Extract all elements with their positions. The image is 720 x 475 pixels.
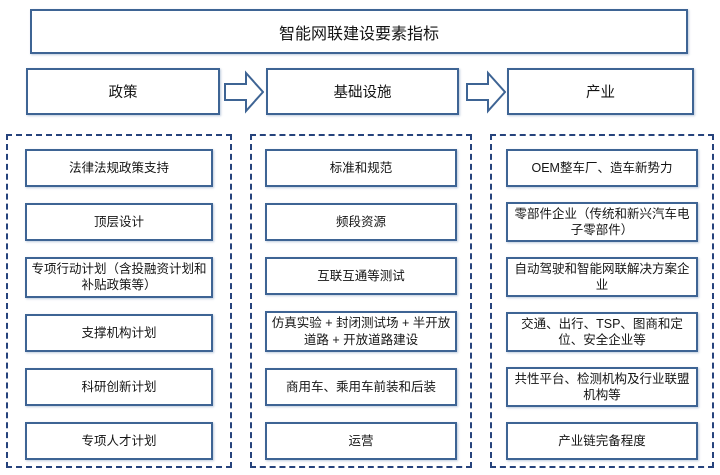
- industry-item-transport-tsp-security: 交通、出行、TSP、图商和定位、安全企业等: [506, 311, 698, 353]
- header-industry-label: 产业: [586, 85, 615, 101]
- header-industry: 产业: [507, 68, 694, 115]
- item-label: 自动驾驶和智能网联解决方案企业: [514, 261, 690, 292]
- infra-item-standards: 标准和规范: [265, 149, 457, 187]
- policy-item-top-level-design: 顶层设计: [25, 203, 213, 242]
- header-infrastructure: 基础设施: [266, 68, 459, 115]
- column-policy: 法律法规政策支持 顶层设计 专项行动计划（含投融资计划和补贴政策等） 支撑机构计…: [6, 134, 232, 468]
- industry-item-parts-enterprises: 零部件企业（传统和新兴汽车电子零部件）: [506, 201, 698, 243]
- item-label: OEM整车厂、造车新势力: [531, 160, 673, 175]
- industry-item-chain-completeness: 产业链完备程度: [506, 421, 698, 460]
- column-industry: OEM整车厂、造车新势力 零部件企业（传统和新兴汽车电子零部件） 自动驾驶和智能…: [490, 134, 714, 468]
- item-label: 产业链完备程度: [558, 433, 646, 448]
- item-label: 法律法规政策支持: [68, 160, 169, 175]
- item-label: 科研创新计划: [81, 379, 157, 394]
- industry-item-oem: OEM整车厂、造车新势力: [506, 149, 698, 187]
- item-label: 标准和规范: [329, 160, 393, 175]
- infra-item-spectrum-resources: 频段资源: [265, 203, 457, 242]
- infra-item-vehicle-installation: 商用车、乘用车前装和后装: [265, 367, 457, 406]
- infra-item-operations: 运营: [265, 421, 457, 460]
- item-label: 运营: [348, 433, 374, 448]
- policy-item-talent-plan: 专项人才计划: [25, 421, 213, 460]
- item-label: 零部件企业（传统和新兴汽车电子零部件）: [514, 206, 690, 237]
- item-label: 支撑机构计划: [81, 325, 157, 340]
- header-policy-label: 政策: [108, 85, 138, 101]
- infra-item-interoperability-testing: 互联互通等测试: [265, 257, 457, 296]
- header-policy: 政策: [26, 68, 220, 115]
- item-label: 交通、出行、TSP、图商和定位、安全企业等: [521, 316, 683, 348]
- policy-item-research-innovation-plan: 科研创新计划: [25, 367, 213, 406]
- industry-item-common-platform-alliances: 共性平台、检测机构及行业联盟机构等: [506, 366, 698, 408]
- item-label: 共性平台、检测机构及行业联盟机构等: [514, 371, 690, 403]
- item-label: 专项人才计划: [81, 433, 157, 448]
- header-infrastructure-label: 基础设施: [333, 85, 392, 101]
- diagram-title-text: 智能网联建设要素指标: [278, 25, 439, 43]
- item-label: 商用车、乘用车前装和后装: [285, 379, 436, 394]
- item-label: 专项行动计划（含投融资计划和补贴政策等）: [31, 262, 207, 293]
- block-arrow-right-icon: [466, 70, 506, 114]
- item-label: 互联互通等测试: [317, 269, 405, 284]
- policy-item-support-institution-plan: 支撑机构计划: [25, 313, 213, 352]
- policy-item-legal-support: 法律法规政策支持: [25, 149, 213, 187]
- item-label: 顶层设计: [93, 214, 144, 229]
- policy-item-special-action-plan: 专项行动计划（含投融资计划和补贴政策等）: [25, 257, 213, 298]
- item-label: 仿真实验 + 封闭测试场 + 半开放道路 + 开放道路建设: [271, 316, 451, 347]
- column-infrastructure: 标准和规范 频段资源 互联互通等测试 仿真实验 + 封闭测试场 + 半开放道路 …: [250, 134, 472, 468]
- infra-item-test-roads-construction: 仿真实验 + 封闭测试场 + 半开放道路 + 开放道路建设: [265, 311, 457, 352]
- diagram-title: 智能网联建设要素指标: [30, 9, 688, 54]
- item-label: 频段资源: [335, 214, 386, 229]
- industry-item-autonomous-solution-enterprises: 自动驾驶和智能网联解决方案企业: [506, 256, 698, 298]
- block-arrow-right-icon: [224, 70, 264, 114]
